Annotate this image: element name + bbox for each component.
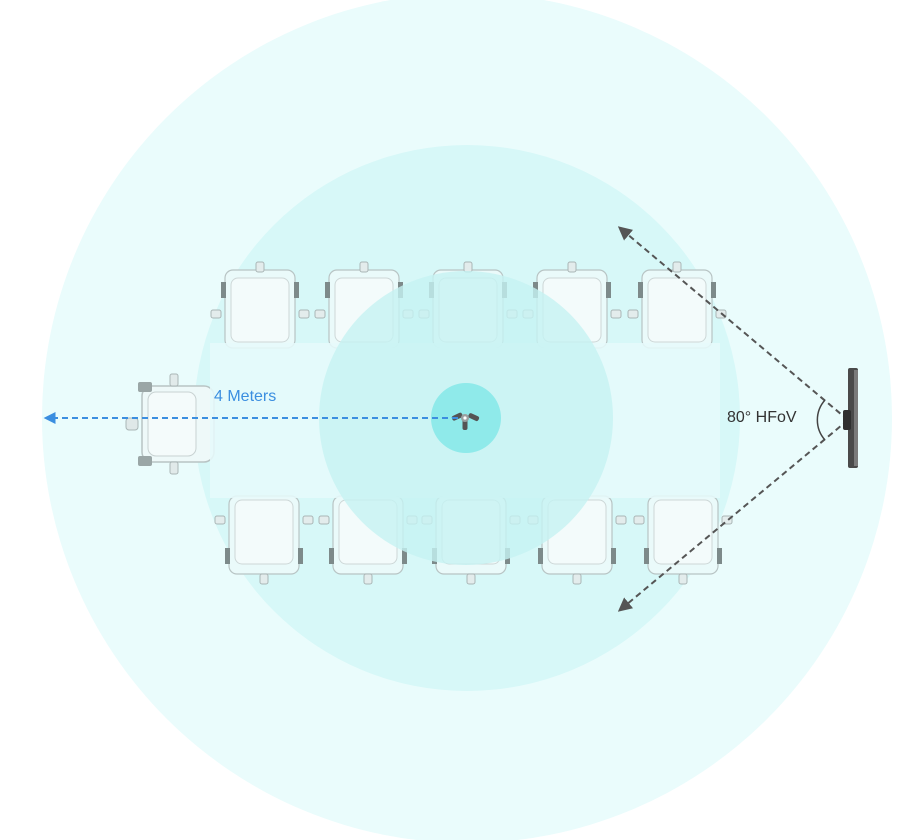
- range-label: 4 Meters: [214, 388, 277, 405]
- chair: [633, 495, 733, 585]
- camera-icon: [843, 368, 858, 468]
- chair: [210, 261, 310, 349]
- fov-angle-arc: [816, 399, 826, 441]
- hfov-label: 80° HFoV: [727, 409, 797, 426]
- head-chair: [125, 373, 215, 475]
